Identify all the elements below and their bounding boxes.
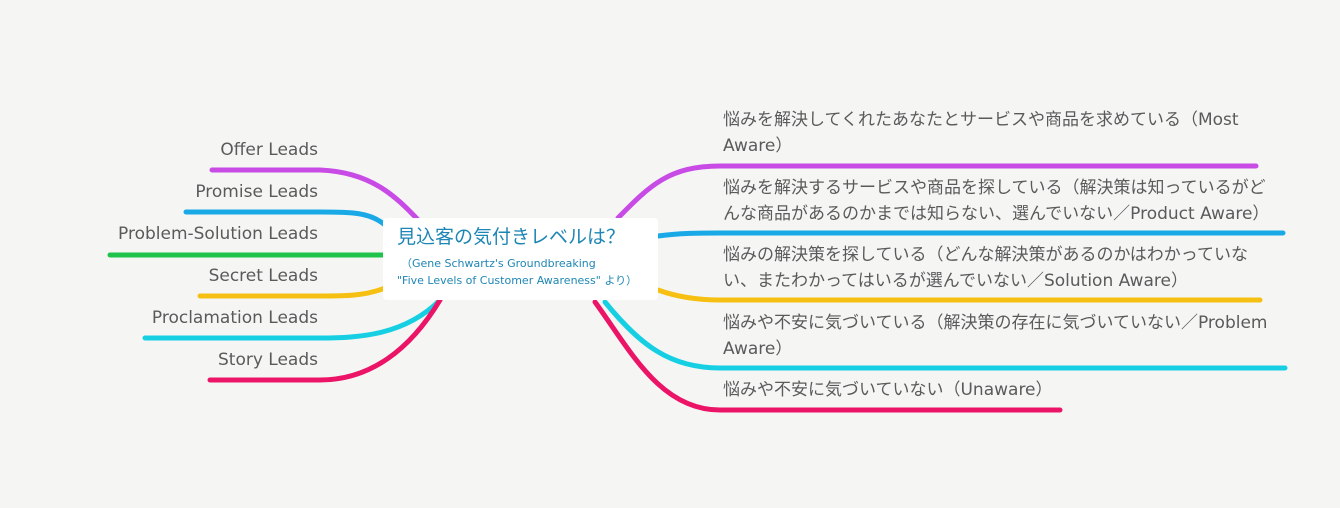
connector-offer bbox=[209, 167, 423, 225]
connector-proclamation bbox=[142, 297, 443, 341]
branch-story-leads[interactable]: Story Leads bbox=[217, 350, 318, 370]
branch-offer-leads[interactable]: Offer Leads bbox=[220, 140, 318, 160]
branch-secret-leads[interactable]: Secret Leads bbox=[208, 266, 318, 286]
branch-promise-leads[interactable]: Promise Leads bbox=[195, 182, 318, 202]
connector-secret bbox=[197, 285, 388, 299]
central-topic-subtitle-line2: "Five Levels of Customer Awareness" より） bbox=[397, 274, 638, 287]
branch-most-aware[interactable]: 悩みを解決してくれたあなたとサービスや商品を求めている（Most Aware） bbox=[723, 110, 1239, 156]
branch-product-aware[interactable]: 悩みを解決するサービスや商品を探している（解決策は知っているがどんな商品があるの… bbox=[723, 178, 1270, 224]
branch-problem-solution-leads[interactable]: Problem-Solution Leads bbox=[118, 224, 318, 244]
branch-problem-aware[interactable]: 悩みや不安に気づいている（解決策の存在に気づいていない／Problem Awar… bbox=[723, 313, 1268, 359]
connector-unaware bbox=[592, 299, 1063, 413]
branch-proclamation-leads[interactable]: Proclamation Leads bbox=[151, 308, 318, 328]
connector-story bbox=[207, 297, 443, 383]
central-topic-subtitle-line1: （Gene Schwartz's Groundbreaking bbox=[401, 257, 596, 270]
central-topic-title: 見込客の気付きレベルは？ bbox=[397, 226, 626, 248]
central-topic[interactable]: 見込客の気付きレベルは？ （Gene Schwartz's Groundbrea… bbox=[383, 218, 658, 300]
connector-problem-aware bbox=[602, 299, 1288, 371]
connector-most-aware bbox=[615, 163, 1259, 221]
branch-unaware[interactable]: 悩みや不安に気づいていない（Unaware） bbox=[723, 380, 1053, 400]
connector-solution-aware bbox=[655, 287, 1263, 303]
connector-product-aware bbox=[655, 230, 1286, 239]
branch-solution-aware[interactable]: 悩みの解決策を探している（どんな解決策があるのかはわかっていない、またわかっては… bbox=[723, 245, 1248, 291]
connector-promise bbox=[183, 209, 388, 228]
